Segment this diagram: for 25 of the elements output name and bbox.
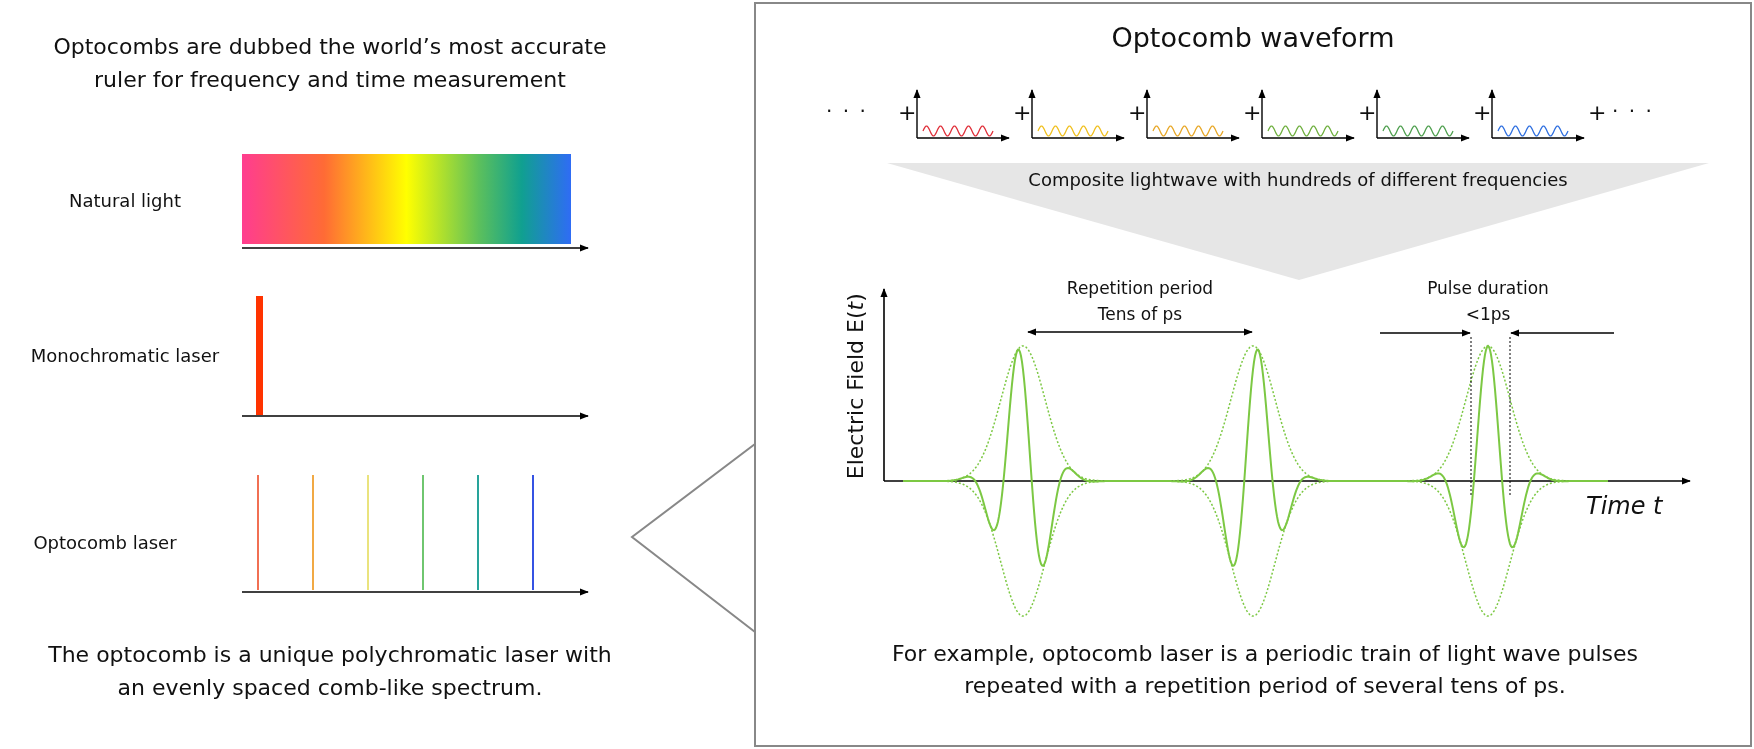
funnel-text: Composite lightwave with hundreds of different frequencies xyxy=(1027,169,1569,191)
heading-text: Optocombs are dubbed the world’s most accurate ruler for frequency and time measurement xyxy=(52,33,608,94)
spectrum-label: Natural light xyxy=(68,190,182,212)
plus-sign: + xyxy=(898,100,916,127)
axis-label: Electric Field E(t) xyxy=(842,292,869,482)
plus-sign: + xyxy=(1473,100,1491,127)
panel-caption: For example, optocomb laser is a periodic train of light wave pulses repeated with a repetition period of several tens of ps. xyxy=(890,640,1640,700)
callout-panel xyxy=(630,2,1752,747)
dimension-label: Tens of ps xyxy=(1096,304,1184,325)
dimension-label: Pulse duration xyxy=(1426,278,1550,299)
plus-sign: + xyxy=(1013,100,1031,127)
dimension-label: Repetition period xyxy=(1065,278,1215,299)
ellipsis-text: · · · xyxy=(826,99,869,123)
axis-label: Time t xyxy=(1586,492,1664,521)
plus-sign: + xyxy=(1128,100,1146,127)
spectrum-label: Optocomb laser xyxy=(32,532,178,554)
ellipsis-text: · · · xyxy=(1612,99,1655,123)
description-text: The optocomb is a unique polychromatic laser with an evenly spaced comb-like spectrum. xyxy=(47,641,613,702)
plus-sign: + xyxy=(1358,100,1376,127)
plus-sign: + xyxy=(1588,100,1606,127)
plus-sign: + xyxy=(1243,100,1261,127)
panel-title: Optocomb waveform xyxy=(1110,22,1396,55)
dimension-label: <1ps xyxy=(1464,304,1512,325)
spectrum-label: Monochromatic laser xyxy=(29,345,221,367)
funnel-shape xyxy=(887,163,1709,280)
